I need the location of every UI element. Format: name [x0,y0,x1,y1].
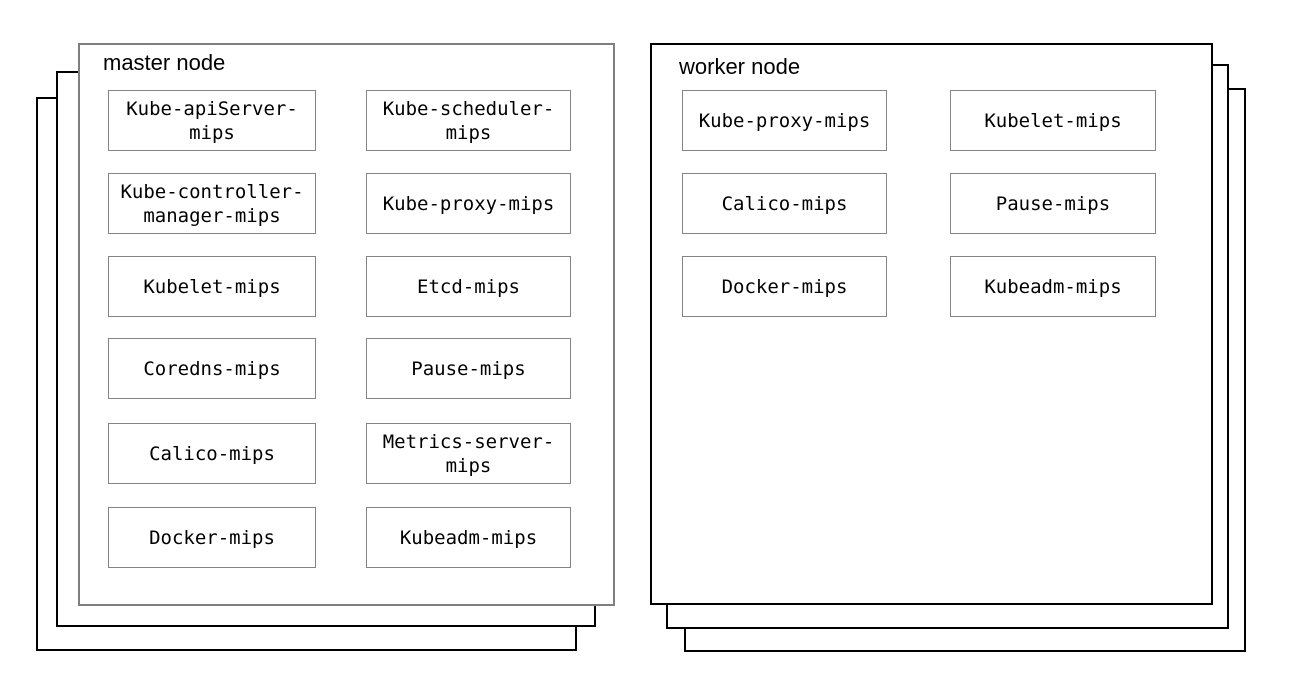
box-kubelet-mips-master: Kubelet-mips [108,256,316,317]
box-kubelet-mips-worker: Kubelet-mips [950,90,1156,151]
box-docker-mips-worker: Docker-mips [682,256,887,317]
box-pause-mips-master: Pause-mips [366,338,571,399]
box-etcd-mips: Etcd-mips [366,256,571,317]
box-kube-apiserver-mips: Kube-apiServer- mips [108,90,316,151]
box-kube-scheduler-mips: Kube-scheduler- mips [366,90,571,151]
box-kube-proxy-mips-master: Kube-proxy-mips [366,173,571,234]
worker-node-title: worker node [679,54,801,79]
box-calico-mips-worker: Calico-mips [682,173,887,234]
box-calico-mips-master: Calico-mips [108,423,316,484]
box-kube-controller-manager-mips: Kube-controller- manager-mips [108,173,316,234]
master-node-title: master node [103,50,226,75]
box-coredns-mips: Coredns-mips [108,338,316,399]
box-kubeadm-mips-worker: Kubeadm-mips [950,256,1156,317]
box-pause-mips-worker: Pause-mips [950,173,1156,234]
box-docker-mips-master: Docker-mips [108,507,316,568]
box-kubeadm-mips-master: Kubeadm-mips [366,507,571,568]
box-kube-proxy-mips-worker: Kube-proxy-mips [682,90,887,151]
box-metrics-server-mips: Metrics-server- mips [366,423,571,484]
